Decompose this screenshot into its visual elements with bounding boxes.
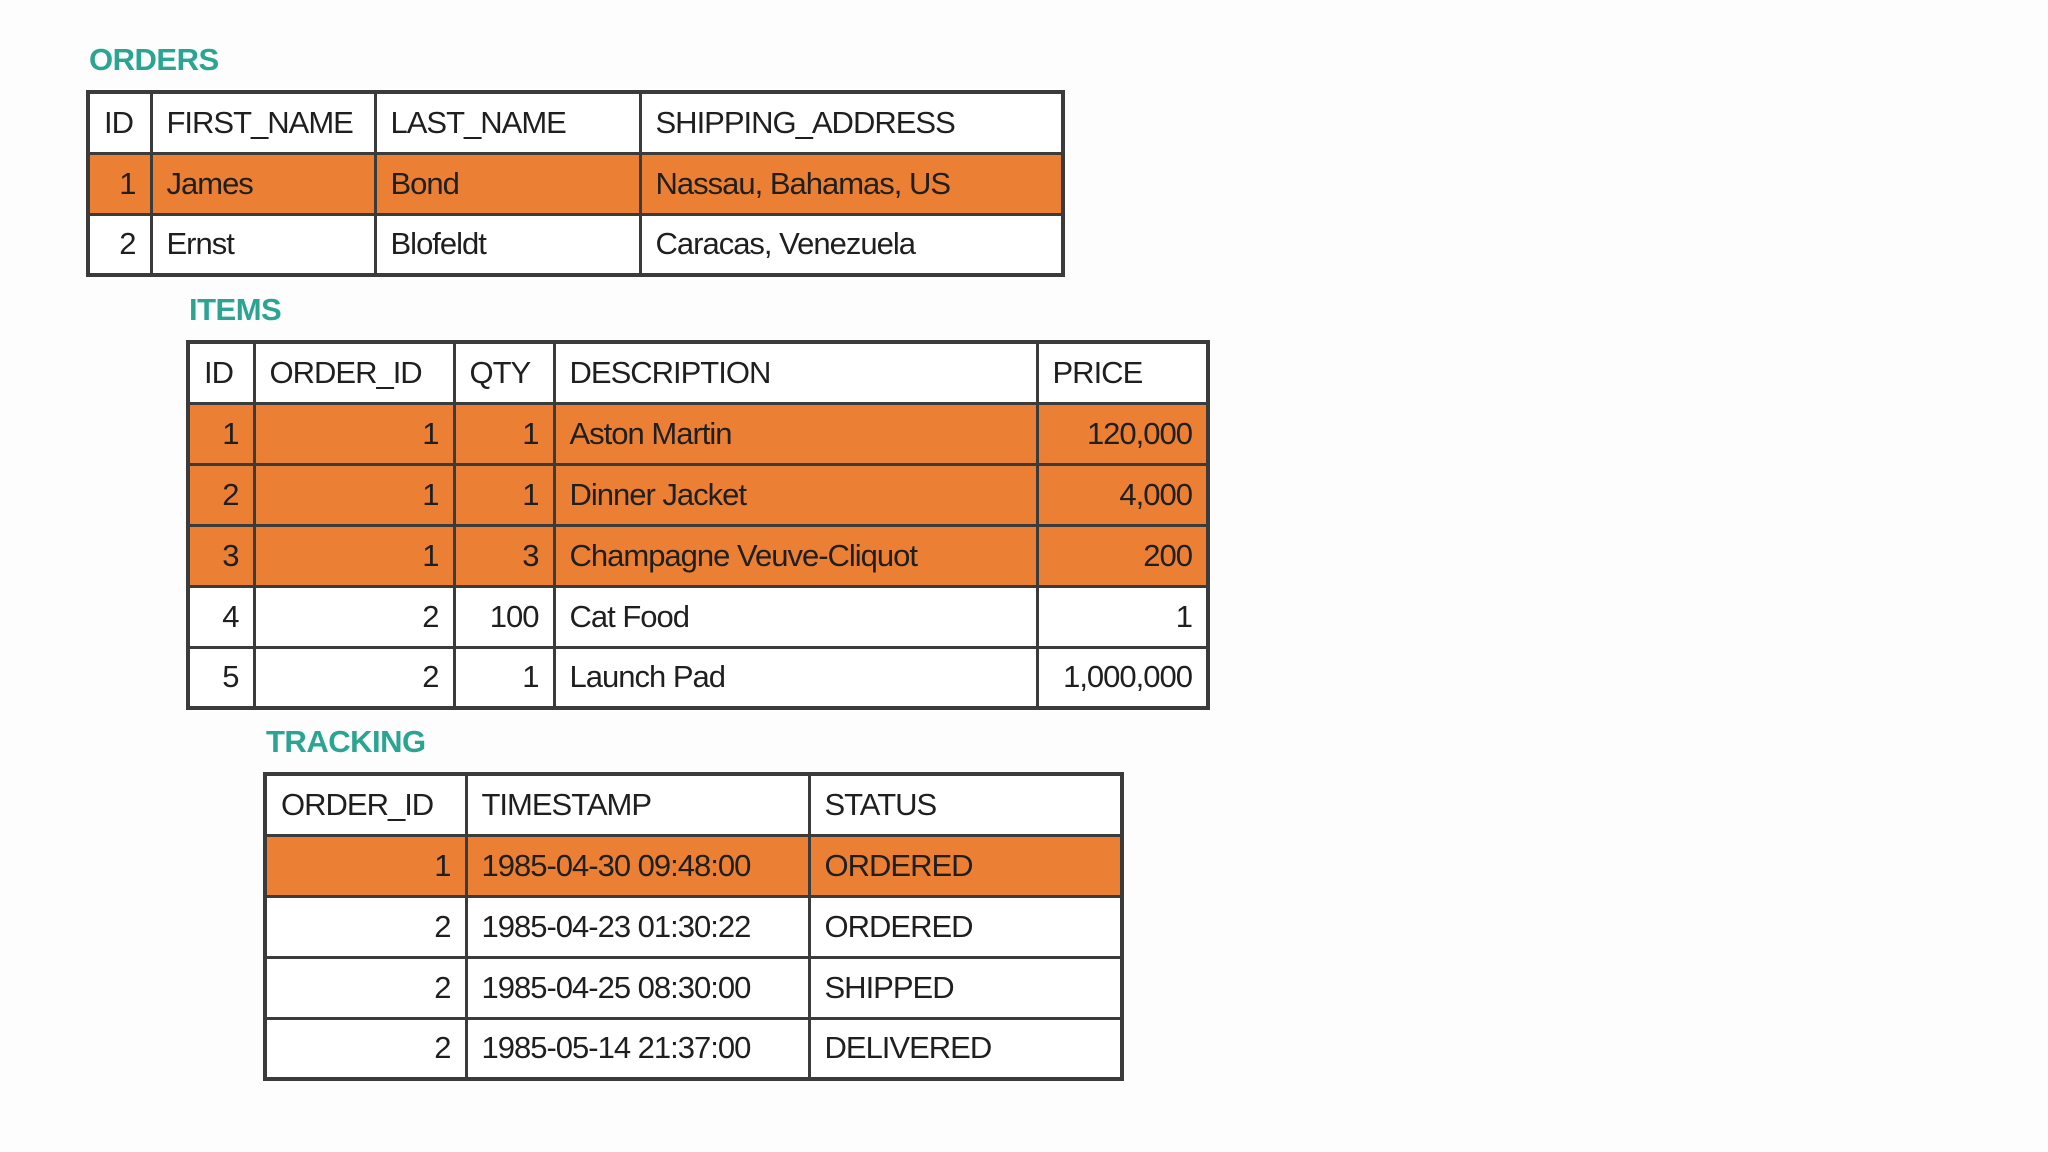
cell: 4 (186, 584, 256, 649)
cell: Nassau, Bahamas, US (638, 151, 1065, 216)
column-header: SHIPPING_ADDRESS (638, 90, 1065, 155)
cell: ORDERED (807, 894, 1124, 959)
column-header: ID (186, 340, 256, 405)
cell: 2 (86, 212, 153, 277)
cell: 1 (452, 462, 556, 527)
cell: SHIPPED (807, 955, 1124, 1020)
column-header: LAST_NAME (373, 90, 642, 155)
cell: 2 (263, 955, 468, 1020)
cell: Dinner Jacket (552, 462, 1039, 527)
cell: 1985-04-30 09:48:00 (464, 833, 811, 898)
cell: 2 (252, 645, 456, 710)
column-header: PRICE (1035, 340, 1210, 405)
items-table-title: ITEMS (189, 292, 282, 327)
cell: 1 (252, 401, 456, 466)
cell: 2 (186, 462, 256, 527)
cell: Bond (373, 151, 642, 216)
column-header: ORDER_ID (263, 772, 468, 837)
cell: 1 (263, 833, 468, 898)
column-header: STATUS (807, 772, 1124, 837)
cell: James (149, 151, 377, 216)
column-header: FIRST_NAME (149, 90, 377, 155)
cell: Caracas, Venezuela (638, 212, 1065, 277)
cell: Champagne Veuve-Cliquot (552, 523, 1039, 588)
cell: 1985-05-14 21:37:00 (464, 1016, 811, 1081)
column-header: DESCRIPTION (552, 340, 1039, 405)
cell: 1985-04-23 01:30:22 (464, 894, 811, 959)
cell: 1 (252, 523, 456, 588)
orders-table-title: ORDERS (89, 42, 219, 77)
cell: 1985-04-25 08:30:00 (464, 955, 811, 1020)
cell: Launch Pad (552, 645, 1039, 710)
cell: 100 (452, 584, 556, 649)
column-header: ORDER_ID (252, 340, 456, 405)
cell: 1 (452, 401, 556, 466)
cell: 120,000 (1035, 401, 1210, 466)
cell: Ernst (149, 212, 377, 277)
cell: 4,000 (1035, 462, 1210, 527)
cell: 3 (186, 523, 256, 588)
column-header: QTY (452, 340, 556, 405)
tracking-table-title: TRACKING (266, 724, 426, 759)
cell: DELIVERED (807, 1016, 1124, 1081)
cell: 1 (252, 462, 456, 527)
cell: 200 (1035, 523, 1210, 588)
cell: 2 (263, 894, 468, 959)
column-header: TIMESTAMP (464, 772, 811, 837)
cell: Blofeldt (373, 212, 642, 277)
cell: 1,000,000 (1035, 645, 1210, 710)
cell: 2 (252, 584, 456, 649)
cell: 1 (86, 151, 153, 216)
cell: 2 (263, 1016, 468, 1081)
column-header: ID (86, 90, 153, 155)
cell: 1 (1035, 584, 1210, 649)
cell: Aston Martin (552, 401, 1039, 466)
cell: 5 (186, 645, 256, 710)
cell: ORDERED (807, 833, 1124, 898)
cell: 3 (452, 523, 556, 588)
cell: 1 (452, 645, 556, 710)
cell: Cat Food (552, 584, 1039, 649)
cell: 1 (186, 401, 256, 466)
